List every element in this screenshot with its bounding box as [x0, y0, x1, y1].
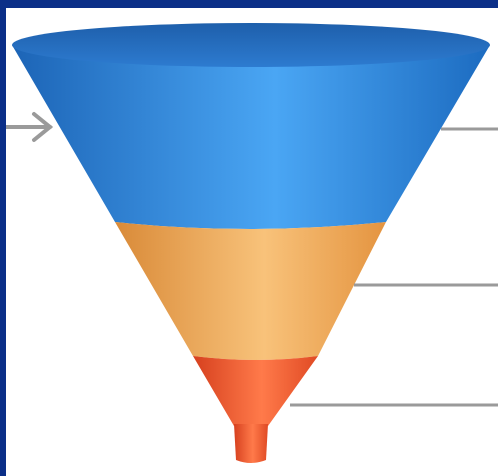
funnel-diagram: [6, 8, 498, 476]
funnel-stage-middle: [115, 222, 386, 360]
funnel-rim: [12, 23, 490, 67]
right-arrow-icon: [6, 114, 50, 140]
funnel-spout: [234, 424, 268, 463]
funnel-stage-bottom: [193, 356, 318, 426]
diagram-canvas: [6, 8, 498, 476]
funnel-stage-top: [12, 45, 490, 229]
